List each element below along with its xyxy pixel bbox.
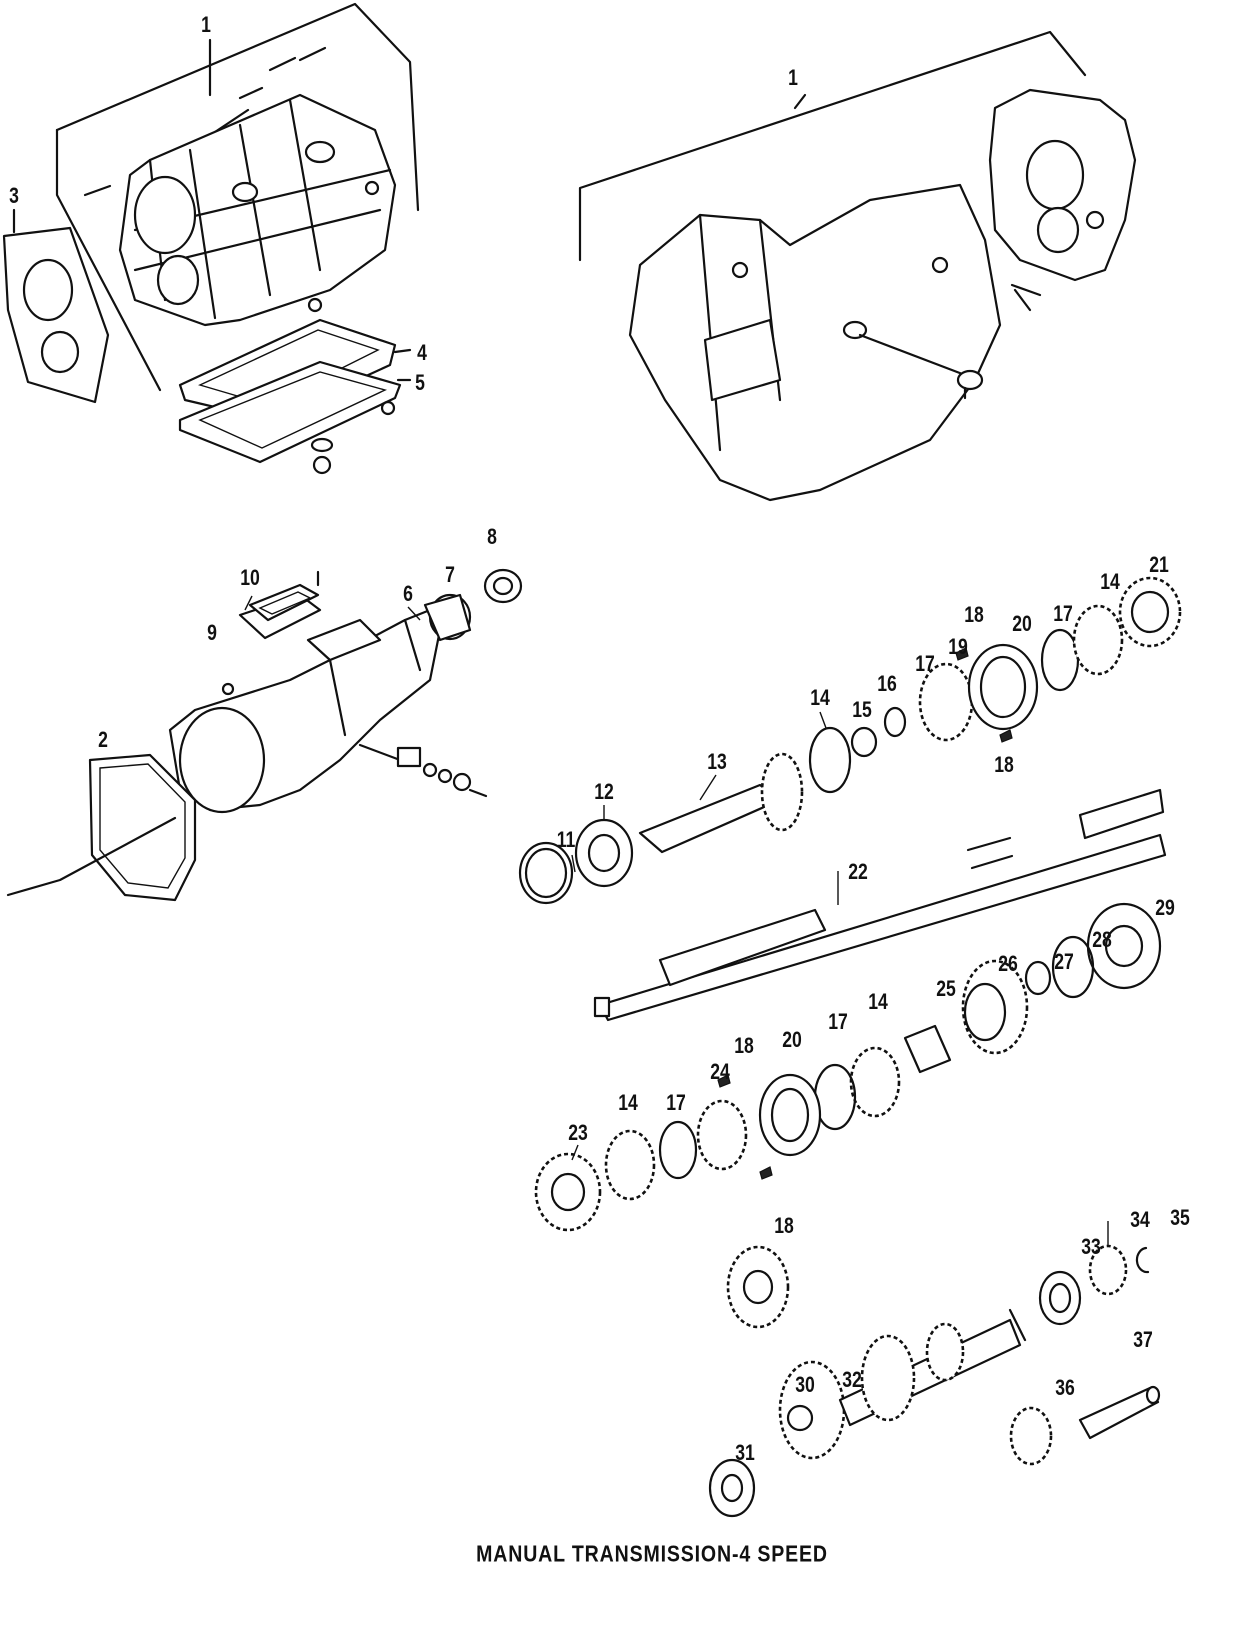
front-cover-plate [2,208,110,404]
callout-2: 2 [98,727,108,752]
transmission-case-left [55,2,420,392]
callout-28: 28 [1092,927,1112,952]
counter-shaft-assembly [708,1244,1161,1518]
oil-pan-gaskets [178,318,412,475]
callout-15: 15 [852,697,872,722]
callout-4: 4 [417,340,427,365]
callout-9: 9 [207,620,217,645]
callout-34: 34 [1130,1207,1150,1232]
callout-7: 7 [445,562,455,587]
input-shaft-assembly [518,576,1182,905]
callout-29: 29 [1155,895,1175,920]
callout-17-d: 17 [666,1090,686,1115]
callout-1-left: 1 [201,12,211,37]
callout-17-b: 17 [1053,601,1073,626]
callout-6: 6 [403,581,413,606]
callout-14-d: 14 [618,1090,638,1115]
callout-16: 16 [877,671,897,696]
callout-31: 31 [735,1440,755,1465]
front-gasket [6,753,197,902]
callout-33: 33 [1081,1234,1101,1259]
shift-cover-gasket [238,570,322,640]
callout-14-a: 14 [810,685,830,710]
callout-13: 13 [707,749,727,774]
callout-1-right: 1 [788,65,798,90]
callout-24: 24 [710,1059,730,1084]
callout-17-c: 17 [828,1009,848,1034]
callout-3: 3 [9,183,19,208]
callout-18-d: 18 [774,1213,794,1238]
callout-11: 11 [556,827,576,852]
callout-19: 19 [948,634,968,659]
callout-10: 10 [240,565,260,590]
callout-25: 25 [936,976,956,1001]
callout-12: 12 [594,779,614,804]
output-shaft [593,788,1167,1022]
transmission-case-right [578,30,1137,502]
leader-lines [244,595,1109,1245]
callout-35: 35 [1170,1205,1190,1230]
callout-23: 23 [568,1120,588,1145]
callout-21: 21 [1149,552,1169,577]
callout-32: 32 [842,1367,862,1392]
output-shaft-gears [534,902,1162,1232]
callout-26: 26 [998,951,1018,976]
callout-20-a: 20 [1012,611,1032,636]
callout-14-c: 14 [868,989,888,1014]
callout-18-c: 18 [734,1033,754,1058]
callout-22: 22 [848,859,868,884]
callout-8: 8 [487,524,497,549]
callout-18-a: 18 [964,602,984,627]
callout-17-a: 17 [915,651,935,676]
extension-housing [168,568,523,814]
callout-18-b: 18 [994,752,1014,777]
callout-27: 27 [1054,949,1074,974]
callout-36: 36 [1055,1375,1075,1400]
callout-30: 30 [795,1372,815,1397]
callout-37: 37 [1133,1327,1153,1352]
callout-20-b: 20 [782,1027,802,1052]
callout-5: 5 [415,370,425,395]
callout-14-b: 14 [1100,569,1120,594]
diagram-caption: MANUAL TRANSMISSION-4 SPEED [476,1540,828,1567]
